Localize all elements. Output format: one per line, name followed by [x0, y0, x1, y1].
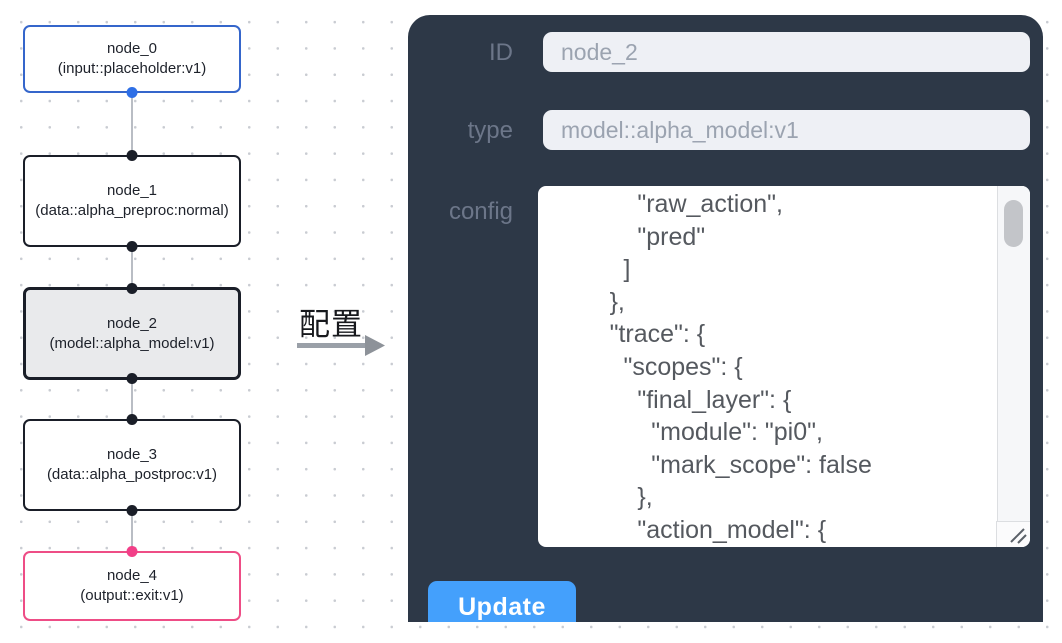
output-port[interactable] — [126, 87, 138, 98]
update-button[interactable]: Update — [428, 581, 576, 622]
type-field-label: type — [467, 117, 513, 144]
output-port[interactable] — [126, 373, 138, 384]
node-type-label: (input::placeholder:v1) — [57, 60, 207, 77]
output-port[interactable] — [126, 241, 138, 252]
output-port[interactable] — [126, 505, 138, 516]
id-input[interactable]: node_2 — [543, 32, 1030, 72]
resize-grip-icon — [1010, 528, 1027, 544]
input-port[interactable] — [126, 150, 138, 161]
type-input[interactable]: model::alpha_model:v1 — [543, 110, 1030, 150]
node-title: node_0 — [106, 40, 158, 57]
node-title: node_4 — [106, 567, 158, 584]
edge-node1-node2 — [131, 247, 133, 287]
input-port[interactable] — [126, 283, 138, 294]
config-textarea[interactable]: "raw_action", "pred" ] }, "trace": { "sc… — [538, 186, 1030, 547]
graph-node-node_3[interactable]: node_3 (data::alpha_postproc:v1) — [23, 414, 241, 516]
edge-node3-node4 — [131, 511, 133, 551]
config-scrollbar[interactable] — [997, 186, 1030, 521]
graph-node-node_4[interactable]: node_4 (output::exit:v1) — [23, 546, 241, 621]
graph-node-node_1[interactable]: node_1 (data::alpha_preproc:normal) — [23, 150, 241, 252]
textarea-resize-handle[interactable] — [996, 521, 1030, 547]
arrow-right-icon — [297, 335, 385, 356]
input-port[interactable] — [126, 546, 138, 557]
node-type-label: (model::alpha_model:v1) — [49, 334, 215, 352]
graph-node-node_0[interactable]: node_0 (input::placeholder:v1) — [23, 25, 241, 98]
config-scrollbar-thumb[interactable] — [1004, 200, 1023, 247]
graph-node-node_2-selected[interactable]: node_2 (model::alpha_model:v1) — [23, 283, 241, 384]
id-field-label: ID — [489, 39, 513, 66]
edge-node2-node3 — [131, 380, 133, 419]
configure-label: 配置 — [299, 307, 363, 342]
node-title: node_2 — [106, 314, 158, 332]
edge-node0-node1 — [131, 93, 133, 155]
node-type-label: (data::alpha_preproc:normal) — [35, 202, 229, 219]
config-field-label: config — [448, 198, 513, 225]
input-port[interactable] — [126, 414, 138, 425]
node-config-panel: ID node_2 type model::alpha_model:v1 con… — [408, 15, 1043, 622]
node-title: node_1 — [106, 182, 158, 199]
node-type-label: (data::alpha_postproc:v1) — [46, 466, 218, 483]
node-title: node_3 — [106, 446, 158, 463]
node-type-label: (output::exit:v1) — [80, 587, 184, 604]
config-json-text: "raw_action", "pred" ] }, "trace": { "sc… — [609, 190, 872, 544]
